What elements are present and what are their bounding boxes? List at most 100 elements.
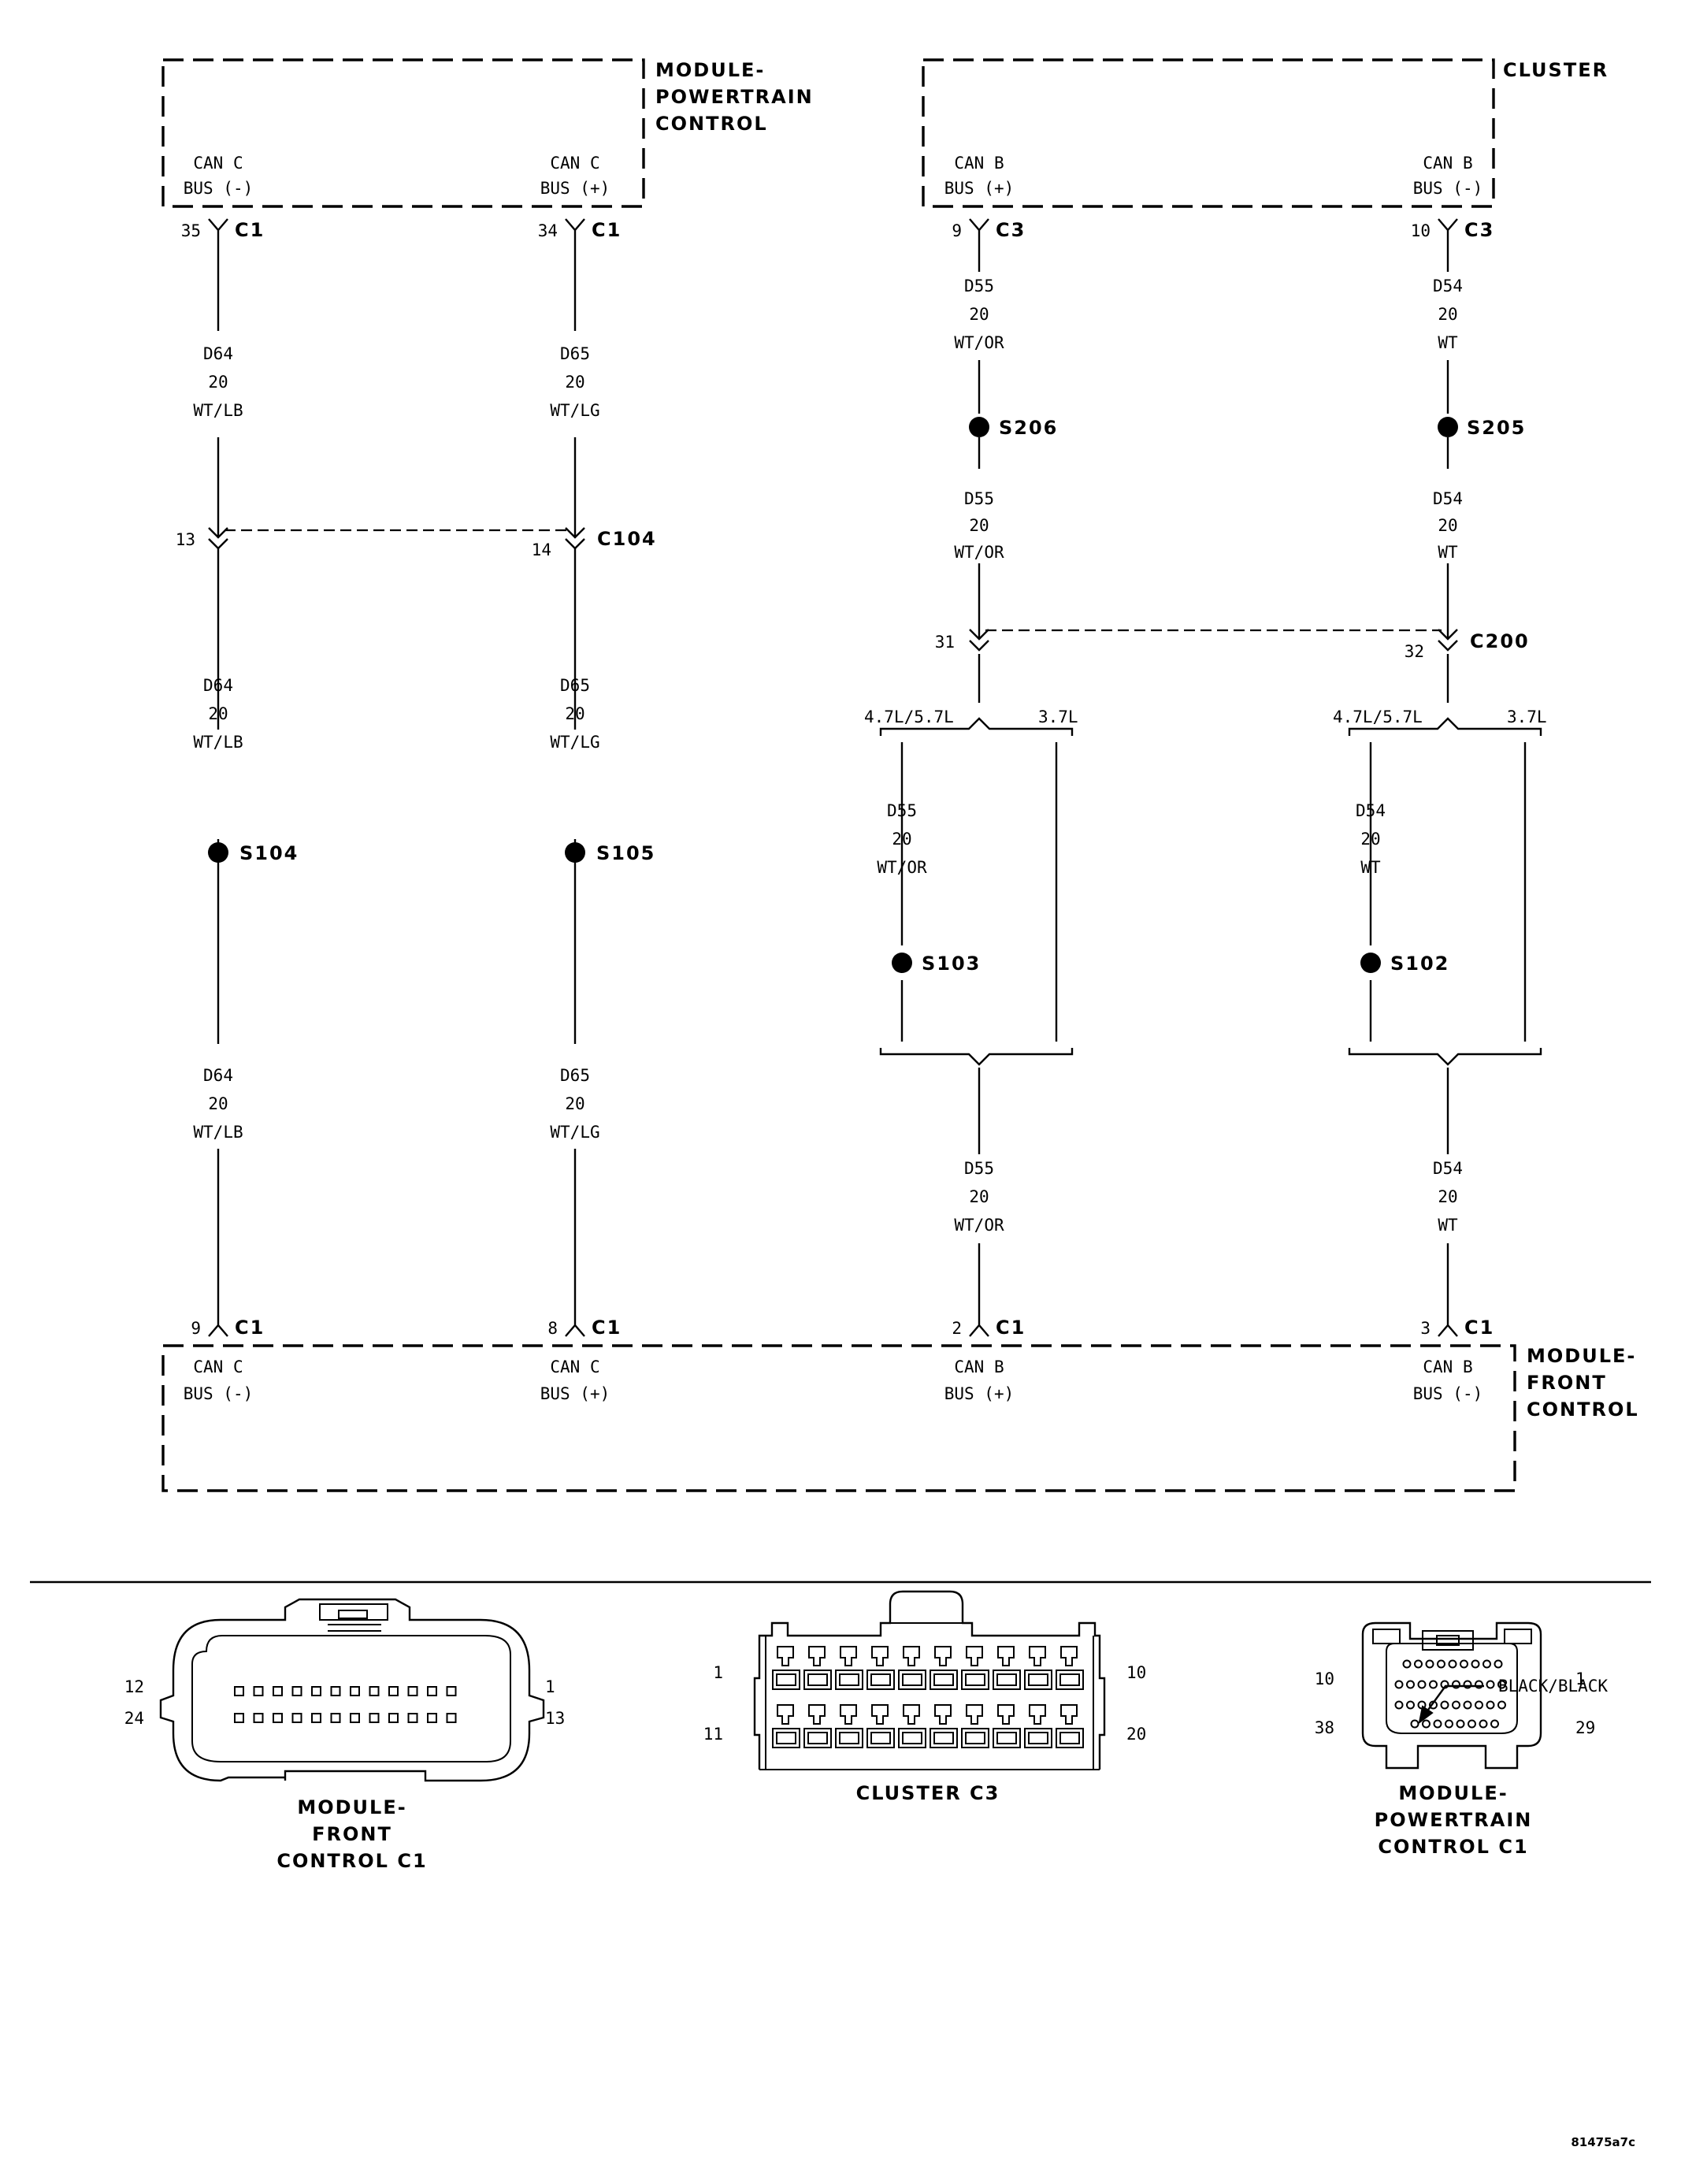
wire-d55-labels: D55 20 WT/OR D55 20 WT/OR D55 20 WT/OR D… <box>877 277 1004 1235</box>
pcm-module-name-1: MODULE- <box>655 59 765 81</box>
pcm-c1-cavity <box>1422 1719 1431 1729</box>
cluster-c3-terminal <box>871 1646 889 1666</box>
c200-name: C200 <box>1470 630 1530 652</box>
fcm-c1-view-pin-24: 24 <box>124 1709 144 1728</box>
d55-circuit-2: D55 <box>964 489 994 508</box>
splice-s206: S206 <box>969 417 1056 439</box>
pcm-module-name-2: POWERTRAIN <box>655 86 814 108</box>
cluster-c3-terminal <box>808 1704 826 1725</box>
cluster-c3-cavity-inner <box>839 1673 859 1686</box>
c104-pin-13: 13 <box>176 530 195 549</box>
fcm-c1-view-pin-1: 1 <box>545 1677 555 1696</box>
cluster-module-box <box>922 58 1495 208</box>
cluster-pin-2-line1: CAN B <box>1423 154 1472 173</box>
pcm-c1-cavity <box>1486 1700 1495 1710</box>
d64-circuit-3: D64 <box>203 1066 233 1085</box>
pcm-c1-cavity <box>1452 1680 1460 1689</box>
pcm-c1-connector-view <box>1361 1621 1542 1770</box>
pcm-c1-cavity <box>1417 1680 1427 1689</box>
pcm-c1-view-title: MODULE- POWERTRAIN CONTROL C1 <box>1375 1782 1531 1858</box>
fcm-c1-name-c: C1 <box>996 1317 1026 1339</box>
pcm-c1-cavity <box>1406 1700 1415 1710</box>
fcm-c1-cavity <box>369 1713 380 1723</box>
pcm-c1-cavity <box>1440 1700 1449 1710</box>
cluster-c3-cavity-inner <box>965 1732 985 1744</box>
d65-gauge-1: 20 <box>565 373 584 392</box>
c104-pin-14: 14 <box>532 540 551 559</box>
option-b-label-right: 3.7L <box>1507 708 1547 726</box>
cluster-pin-2-line2: BUS (-) <box>1413 179 1483 198</box>
cluster-c3-cavity <box>866 1728 895 1748</box>
d55-color-2: WT/OR <box>954 543 1004 562</box>
pcm-c1-cavity <box>1463 1700 1472 1710</box>
pcm-pin-1-line2: BUS (-) <box>184 179 254 198</box>
pcm-c1-cavity <box>1497 1680 1506 1689</box>
pcm-c1-name-a: C1 <box>235 219 265 241</box>
splice-s102: S102 <box>1360 953 1449 975</box>
cluster-c3-terminal <box>777 1704 794 1725</box>
wire-d64-labels: D64 20 WT/LB D64 20 WT/LB D64 20 WT/LB <box>193 344 243 1142</box>
cluster-c3-cavity-inner <box>807 1673 828 1686</box>
d55-gauge-4: 20 <box>969 1187 989 1206</box>
fcm-c1-cavity <box>253 1713 264 1723</box>
fcm-c1-pin-9: 9 <box>191 1319 201 1338</box>
fcm-c1-cavity <box>388 1713 399 1723</box>
cluster-c3-cavity-inner <box>965 1673 985 1686</box>
splice-s206-dot <box>969 417 989 437</box>
fcm-module-name-3: CONTROL <box>1527 1398 1639 1421</box>
fcm-c1-cavities <box>234 1686 457 1723</box>
cluster-c3-cavity <box>898 1728 926 1748</box>
cluster-c3-cavity <box>1056 1728 1084 1748</box>
option-b-label-left: 3.7L <box>1038 708 1078 726</box>
fcm-c1-cavity <box>407 1686 418 1696</box>
d55-circuit-3: D55 <box>887 801 917 820</box>
pcm-c1-cavity <box>1494 1659 1503 1669</box>
pcm-c1-name-b: C1 <box>592 219 622 241</box>
cluster-c3-connector-view <box>753 1590 1106 1770</box>
splice-s102-label: S102 <box>1390 953 1449 975</box>
cluster-c3-cavity <box>930 1670 958 1690</box>
cluster-c3-title: CLUSTER C3 <box>856 1782 1000 1804</box>
d54-gauge-2: 20 <box>1438 516 1457 535</box>
fcm-module-name-2: FRONT <box>1527 1372 1607 1394</box>
splice-s104: S104 <box>208 842 297 864</box>
cluster-c3-cavity <box>961 1670 989 1690</box>
pcm-c1-cavity <box>1479 1719 1488 1729</box>
pcm-c1-cavity <box>1486 1680 1495 1689</box>
d54-color-2: WT <box>1438 543 1458 562</box>
d55-circuit-4: D55 <box>964 1159 994 1178</box>
splice-s205-label: S205 <box>1467 417 1526 439</box>
fcm-c1-view-pin-13: 13 <box>545 1709 565 1728</box>
fcm-c1-pin-8: 8 <box>547 1319 558 1338</box>
cluster-c3-cavity-inner <box>870 1673 891 1686</box>
fcm-pin-2-line1: CAN C <box>550 1358 599 1376</box>
d54-gauge-4: 20 <box>1438 1187 1457 1206</box>
cluster-c3-cavity <box>803 1728 832 1748</box>
c200-pin-32: 32 <box>1405 642 1424 661</box>
fcm-pin-labels: CAN C BUS (-) CAN C BUS (+) CAN B BUS (+… <box>184 1358 1483 1403</box>
cluster-c3-cavity-inner <box>1059 1673 1080 1686</box>
cluster-c3-cavity-inner <box>902 1673 922 1686</box>
cluster-c3-cavity-inner <box>870 1732 891 1744</box>
fcm-c1-pin-2: 2 <box>952 1319 962 1338</box>
wire-d54 <box>1369 240 1527 1320</box>
d64-gauge-2: 20 <box>208 704 228 723</box>
c104-pin-13-symbol <box>208 527 228 550</box>
fcm-c1-title-2: FRONT <box>312 1823 392 1845</box>
option-brackets <box>879 717 1542 1066</box>
fcm-pin-4-line2: BUS (-) <box>1413 1384 1483 1403</box>
pcm-c1-callout: BLACK/BLACK <box>1498 1677 1608 1696</box>
d65-circuit-2: D65 <box>560 676 590 695</box>
fcm-c1-cavity <box>234 1713 244 1723</box>
d55-color-3: WT/OR <box>877 858 927 877</box>
fcm-pin-4-line1: CAN B <box>1423 1358 1472 1376</box>
cluster-c3-terminal <box>966 1646 983 1666</box>
c104-pin-14-symbol <box>565 527 585 550</box>
cluster-pin-labels: CAN B BUS (+) CAN B BUS (-) <box>944 154 1483 198</box>
cluster-c3-cavity <box>993 1728 1021 1748</box>
pcm-c1-cavity <box>1497 1700 1506 1710</box>
fcm-c1-title-1: MODULE- <box>297 1796 406 1818</box>
cluster-c3-name-b: C3 <box>1464 219 1494 241</box>
c104-connector: 13 14 C104 <box>176 527 655 559</box>
